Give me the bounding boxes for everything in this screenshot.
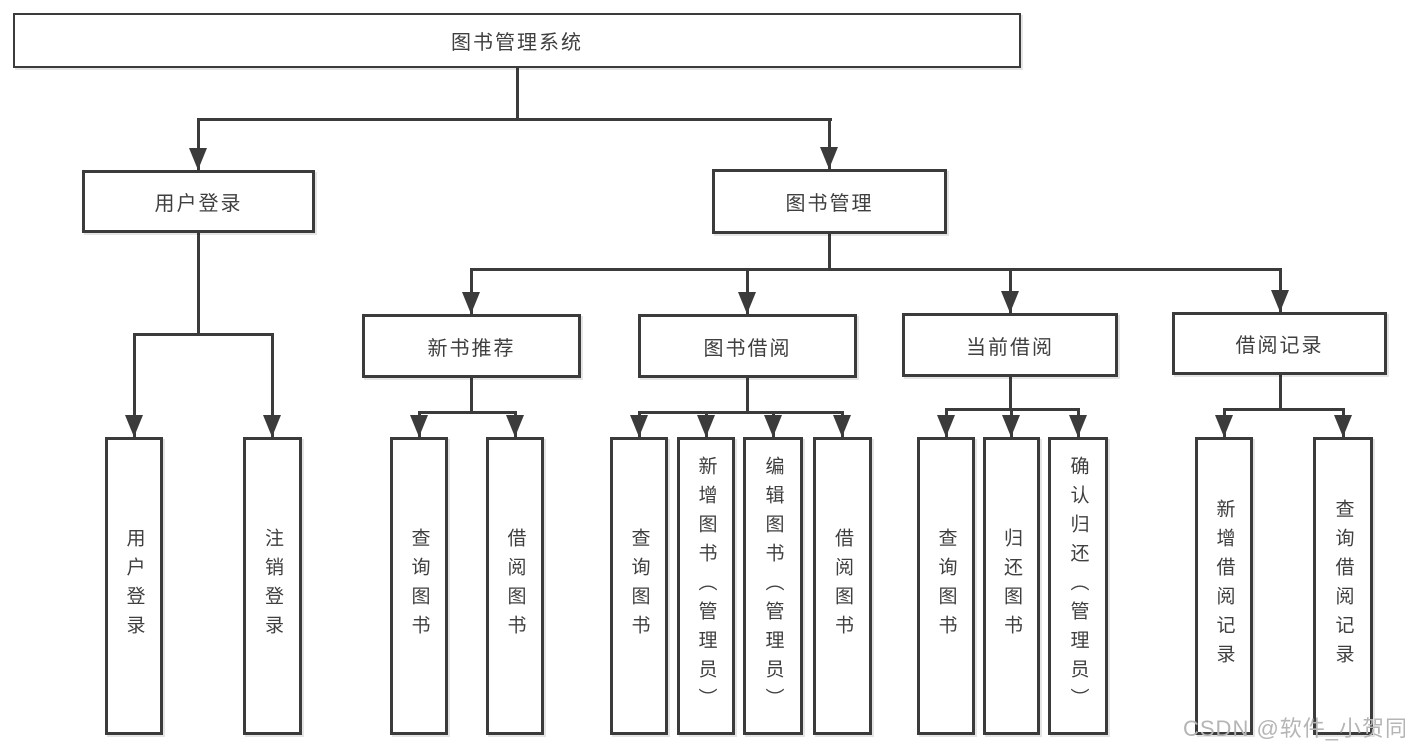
node-label: 新增图书（管理员） [695,455,717,717]
arrowhead-down-icon [1215,415,1233,437]
connector-line [515,68,519,120]
connector-line [196,118,832,121]
connector-line [745,268,749,314]
leaf-user-login: 用户登录 [105,437,163,735]
node-book-management: 图书管理 [712,169,947,234]
node-borrow-records: 借阅记录 [1172,312,1387,375]
connector-line [270,333,274,437]
node-book-borrowing: 图书借阅 [638,314,857,378]
connector-line [469,378,473,413]
leaf-query-books-current: 查询图书 [917,437,975,735]
node-label: 编辑图书（管理员） [762,455,784,717]
arrowhead-down-icon [820,147,838,169]
node-library-management-system: 图书管理系统 [13,13,1021,68]
leaf-borrow-books-recommend: 借阅图书 [486,437,544,735]
connector-line [196,118,200,170]
arrowhead-down-icon [738,292,756,314]
arrowhead-down-icon [764,415,782,437]
node-label: 查询图书 [628,528,650,644]
leaf-query-borrow-record: 查询借阅记录 [1313,437,1373,735]
leaf-confirm-return-admin: 确认归还（管理员） [1048,437,1108,735]
node-label: 新增借阅记录 [1213,499,1235,673]
connector-line [417,411,517,414]
arrowhead-down-icon [1271,290,1289,312]
node-label: 借阅图书 [832,528,853,644]
arrowhead-down-icon [1334,415,1352,437]
connector-line [1222,408,1345,411]
node-user-login: 用户登录 [82,170,315,233]
connector-line [637,411,844,414]
arrowhead-down-icon [410,415,428,437]
connector-line [469,268,473,314]
arrowhead-down-icon [937,415,955,437]
node-label: 查询借阅记录 [1332,499,1354,673]
csdn-watermark: CSDN @软件_小贺同学 [1183,716,1405,741]
connector-line [132,333,136,437]
node-label: 借阅记录 [1235,335,1324,357]
connector-line [469,268,1282,271]
node-new-book-recommend: 新书推荐 [362,314,581,378]
node-label: 图书管理系统 [451,32,583,54]
node-label: 查询图书 [408,528,430,644]
leaf-add-book-admin: 新增图书（管理员） [677,437,735,735]
node-label: 注销登录 [262,528,283,644]
node-label: 新书推荐 [427,337,516,360]
leaf-logout: 注销登录 [243,437,302,735]
arrowhead-down-icon [833,415,851,437]
arrowhead-down-icon [462,292,480,314]
node-label: 用户登录 [154,193,243,215]
leaf-return-books: 归还图书 [983,437,1040,735]
node-label: 归还图书 [1001,528,1022,644]
arrowhead-down-icon [697,415,715,437]
arrowhead-down-icon [1002,415,1020,437]
node-label: 确认归还（管理员） [1067,455,1089,717]
node-label: 查询图书 [935,528,957,644]
arrowhead-down-icon [1001,291,1019,313]
arrowhead-down-icon [1069,415,1087,437]
connector-line [1278,375,1282,408]
node-label: 图书借阅 [703,337,792,360]
arrowhead-down-icon [630,415,648,437]
leaf-add-borrow-record: 新增借阅记录 [1195,437,1253,735]
arrowhead-down-icon [125,415,143,437]
connector-line [745,378,749,413]
node-current-borrowing: 当前借阅 [902,313,1118,377]
connector-line [1008,268,1012,313]
connector-line [827,234,831,271]
arrowhead-down-icon [189,148,207,170]
leaf-borrow-books: 借阅图书 [813,437,872,735]
connector-line [132,333,274,336]
leaf-query-books-recommend: 查询图书 [390,437,448,735]
node-label: 用户登录 [123,528,145,644]
node-label: 借阅图书 [504,528,526,644]
leaf-edit-book-admin: 编辑图书（管理员） [743,437,803,735]
connector-line [827,118,831,169]
connector-line [1008,377,1012,408]
leaf-query-books-borrowing: 查询图书 [610,437,668,735]
arrowhead-down-icon [263,415,281,437]
node-label: 当前借阅 [966,336,1054,359]
node-label: 图书管理 [785,193,874,215]
arrowhead-down-icon [506,415,524,437]
connector-line [196,233,200,335]
